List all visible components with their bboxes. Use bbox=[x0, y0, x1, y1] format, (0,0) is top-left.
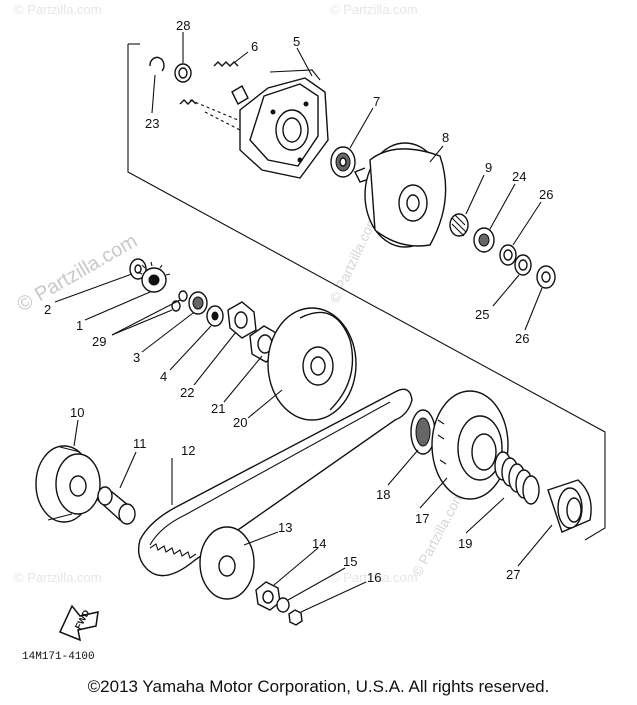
nut-16 bbox=[288, 609, 303, 626]
callout-14: 14 bbox=[312, 536, 326, 551]
callout-22: 22 bbox=[180, 385, 194, 400]
spring-6a bbox=[213, 61, 239, 67]
plate-13 bbox=[199, 526, 279, 600]
callouts: 28 6 5 23 7 8 9 24 26 2 1 29 3 4 22 21 2… bbox=[44, 18, 553, 585]
callout-21: 21 bbox=[211, 401, 225, 416]
circlip-23 bbox=[149, 56, 165, 72]
collar-11 bbox=[96, 451, 137, 525]
v-belt-12 bbox=[137, 388, 413, 577]
copyright-notice: ©2013 Yamaha Motor Corporation, U.S.A. A… bbox=[87, 677, 550, 696]
watermark-faint: © Partzilla.com bbox=[14, 2, 102, 17]
callout-16: 16 bbox=[367, 570, 381, 585]
callout-19: 19 bbox=[458, 536, 472, 551]
secondary-assembly bbox=[387, 390, 592, 567]
spring-6b bbox=[179, 99, 197, 105]
secondary-sheave-10 bbox=[35, 419, 101, 523]
callout-8: 8 bbox=[442, 130, 449, 145]
spring-19 bbox=[494, 451, 540, 505]
callout-12: 12 bbox=[181, 443, 195, 458]
callout-15: 15 bbox=[343, 554, 357, 569]
callout-24: 24 bbox=[512, 169, 526, 184]
callout-6: 6 bbox=[251, 39, 258, 54]
clutch-carrier-group bbox=[149, 32, 329, 179]
callout-3: 3 bbox=[133, 350, 140, 365]
callout-23: 23 bbox=[145, 116, 159, 131]
callout-7: 7 bbox=[373, 94, 380, 109]
callout-29: 29 bbox=[92, 334, 106, 349]
bearings-washers-upper bbox=[449, 174, 556, 331]
pin-29a bbox=[178, 290, 188, 302]
watermark-partzilla: © Partzilla.com bbox=[14, 230, 142, 316]
background-watermarks: © Partzilla.com © Partzilla.com © Partzi… bbox=[14, 2, 418, 585]
callout-20: 20 bbox=[233, 415, 247, 430]
watermark-partzilla: © Partzilla.com bbox=[326, 213, 380, 305]
bearing-7 bbox=[330, 107, 374, 178]
fasteners-14-16 bbox=[255, 547, 367, 626]
drawing-code: 14M171-4100 bbox=[22, 651, 95, 663]
callout-26b: 26 bbox=[515, 331, 529, 346]
callout-9: 9 bbox=[485, 160, 492, 175]
primary-small-parts bbox=[54, 258, 281, 403]
callout-11: 11 bbox=[133, 436, 147, 451]
washer-15 bbox=[276, 597, 290, 613]
callout-10: 10 bbox=[70, 405, 84, 420]
callout-13: 13 bbox=[278, 520, 292, 535]
assembly-frame bbox=[127, 43, 606, 541]
callout-4: 4 bbox=[160, 369, 167, 384]
watermark-faint: © Partzilla.com bbox=[330, 570, 418, 585]
watermark-partzilla: © Partzilla.com bbox=[409, 489, 467, 580]
clutch-housing-8 bbox=[354, 142, 447, 248]
callout-18: 18 bbox=[376, 487, 390, 502]
watermark-faint: © Partzilla.com bbox=[330, 2, 418, 17]
callout-2: 2 bbox=[44, 302, 51, 317]
forward-arrow-icon: FWD bbox=[58, 604, 99, 642]
callout-27: 27 bbox=[506, 567, 520, 582]
callout-17: 17 bbox=[415, 511, 429, 526]
callout-25: 25 bbox=[475, 307, 489, 322]
watermark-faint: © Partzilla.com bbox=[14, 570, 102, 585]
callout-5: 5 bbox=[293, 34, 300, 49]
callout-28: 28 bbox=[176, 18, 190, 33]
primary-sheave-20 bbox=[247, 307, 357, 421]
callout-1: 1 bbox=[76, 318, 83, 333]
callout-26a: 26 bbox=[539, 187, 553, 202]
